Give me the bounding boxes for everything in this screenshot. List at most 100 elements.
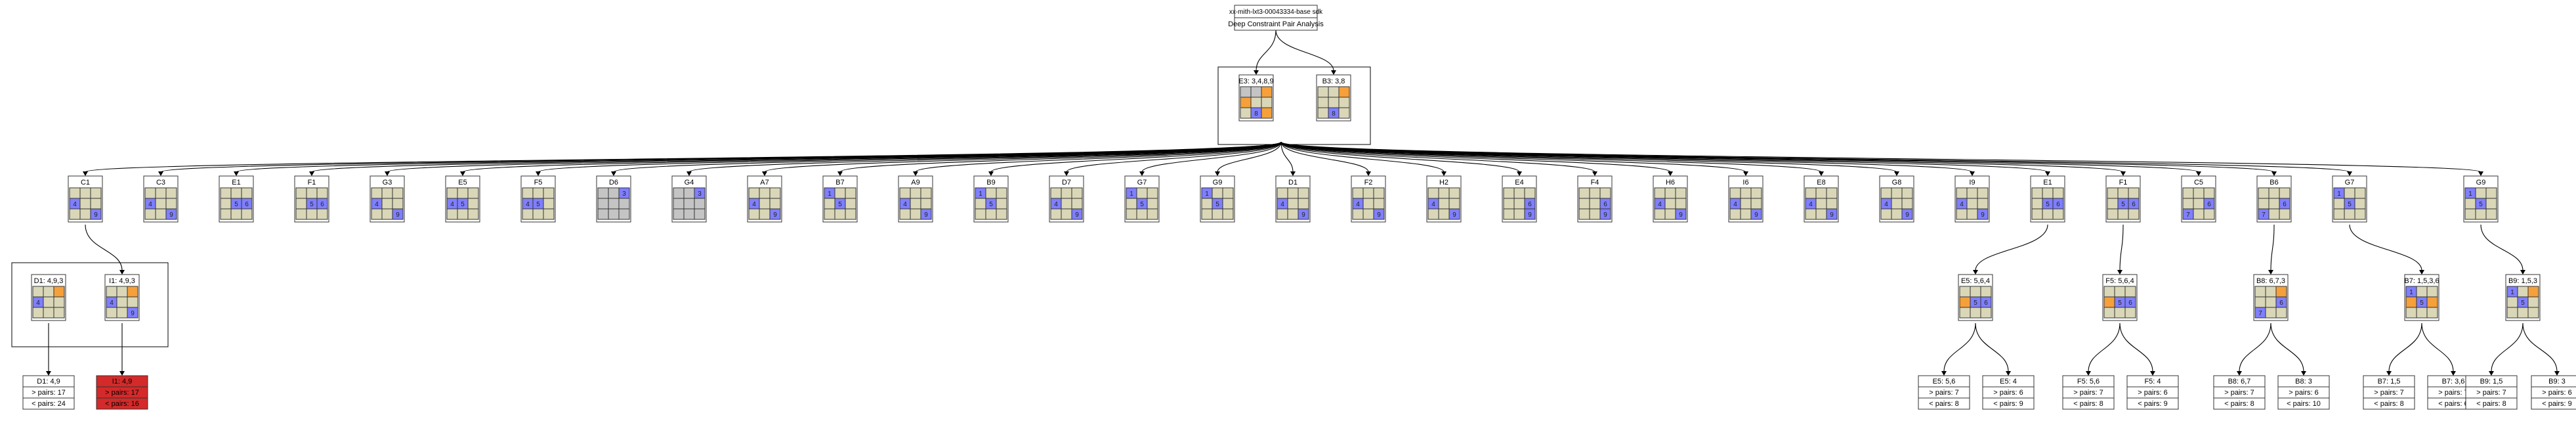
node-label: E5: 5,6,4 (1961, 277, 1990, 285)
leaf-more: > pairs: 17 (105, 389, 139, 397)
arrow-head (2117, 270, 2122, 275)
arrow-head (1970, 171, 1975, 176)
leaf-title: B8: 6,7 (2228, 378, 2251, 386)
grid-cell (522, 187, 534, 199)
tree-edge (1280, 141, 1746, 173)
leaf-title: B9: 1,5 (2480, 378, 2503, 386)
arrow-head (2451, 371, 2456, 376)
grid-cell (985, 208, 997, 220)
grid-cell (975, 208, 986, 220)
grid-cell (127, 296, 138, 308)
grid-cell (1261, 107, 1273, 119)
grid-cell (1970, 307, 1981, 319)
node-label: A7 (760, 179, 769, 187)
grid-cell (769, 187, 781, 199)
grid-cell (2265, 286, 2277, 298)
cell-candidate: 6 (2279, 299, 2283, 307)
grid-cell (2265, 307, 2277, 319)
tree-edge (1975, 322, 2009, 372)
grid-cell (2354, 198, 2366, 210)
grid-cell (2258, 187, 2270, 199)
arrow-head (988, 171, 994, 176)
grid-cell (1654, 187, 1666, 199)
leaf-title: F5: 4 (2144, 378, 2161, 386)
tree-edge (613, 141, 1282, 173)
tree-edge (839, 141, 1282, 173)
grid-cell (1373, 208, 1385, 220)
grid-cell (53, 286, 65, 298)
tree-edge (2388, 322, 2422, 372)
grid-cell (467, 208, 479, 220)
grid-cell (1427, 208, 1439, 220)
cell-candidate: 5 (2521, 299, 2525, 307)
grid-cell (381, 187, 393, 199)
cell-candidate: 8 (1254, 110, 1258, 118)
grid-cell (1338, 97, 1350, 108)
tree-edge (1943, 322, 1976, 372)
arrow-head (1743, 171, 1748, 176)
arrow-head (1441, 171, 1446, 176)
arrow-head (2268, 270, 2273, 275)
grid-cell (2031, 187, 2043, 199)
grid-cell (1050, 208, 1062, 220)
cell-candidate: 9 (1377, 211, 1381, 219)
node-label: F5 (534, 179, 543, 187)
leaf-title: D1: 4,9 (37, 378, 60, 386)
grid-cell (683, 187, 695, 199)
grid-cell (824, 198, 835, 210)
grid-cell (2464, 198, 2476, 210)
grid-cell (1599, 208, 1611, 220)
leaf-title: B9: 3 (2548, 378, 2565, 386)
grid-cell (2506, 307, 2518, 319)
grid-cell (1222, 187, 1234, 199)
grid-cell (1362, 208, 1374, 220)
grid-cell (144, 208, 156, 220)
grid-cell (1589, 187, 1601, 199)
grid-cell (1959, 307, 1971, 319)
grid-cell (1891, 198, 1903, 210)
grid-cell (608, 187, 620, 199)
tree-edge (688, 141, 1282, 173)
grid-cell (2258, 198, 2270, 210)
leaf-title: E5: 5,6 (1933, 378, 1956, 386)
grid-cell (1815, 187, 1827, 199)
grid-cell (769, 198, 781, 210)
grid-cell (899, 187, 911, 199)
node-label: I1: 4,9,3 (109, 277, 135, 285)
grid-cell (306, 187, 318, 199)
node-label: B8: 6,7,3 (2256, 277, 2285, 285)
leaf-less: < pairs: 9 (2542, 400, 2572, 408)
grid-cell (1805, 208, 1817, 220)
grid-cell (2114, 307, 2126, 319)
grid-cell (2475, 187, 2487, 199)
node-label: F4 (1591, 179, 1599, 187)
tree-edge (1280, 141, 1671, 173)
grid-cell (1050, 187, 1062, 199)
leaf-row-less (2213, 397, 2266, 410)
leaf-row-less (2363, 397, 2415, 410)
grid-cell (1061, 198, 1072, 210)
grid-cell (2124, 307, 2136, 319)
grid-cell (1261, 86, 1273, 98)
cell-candidate: 4 (450, 201, 454, 208)
grid-cell (899, 208, 911, 220)
cell-candidate: 1 (1205, 190, 1209, 198)
app-title: xx-mith-lxt3-00043334-base sdk (1229, 9, 1323, 16)
node-label: H6 (1666, 179, 1675, 187)
leaf-row-less (2126, 397, 2179, 410)
grid-cell (759, 187, 771, 199)
node-label: C5 (2194, 179, 2203, 187)
node-label: G3 (383, 179, 392, 187)
grid-cell (1980, 307, 1992, 319)
leaf-row-less (1982, 397, 2035, 410)
node-label: G9 (2476, 179, 2486, 187)
leaf-less: < pairs: 24 (32, 400, 66, 408)
